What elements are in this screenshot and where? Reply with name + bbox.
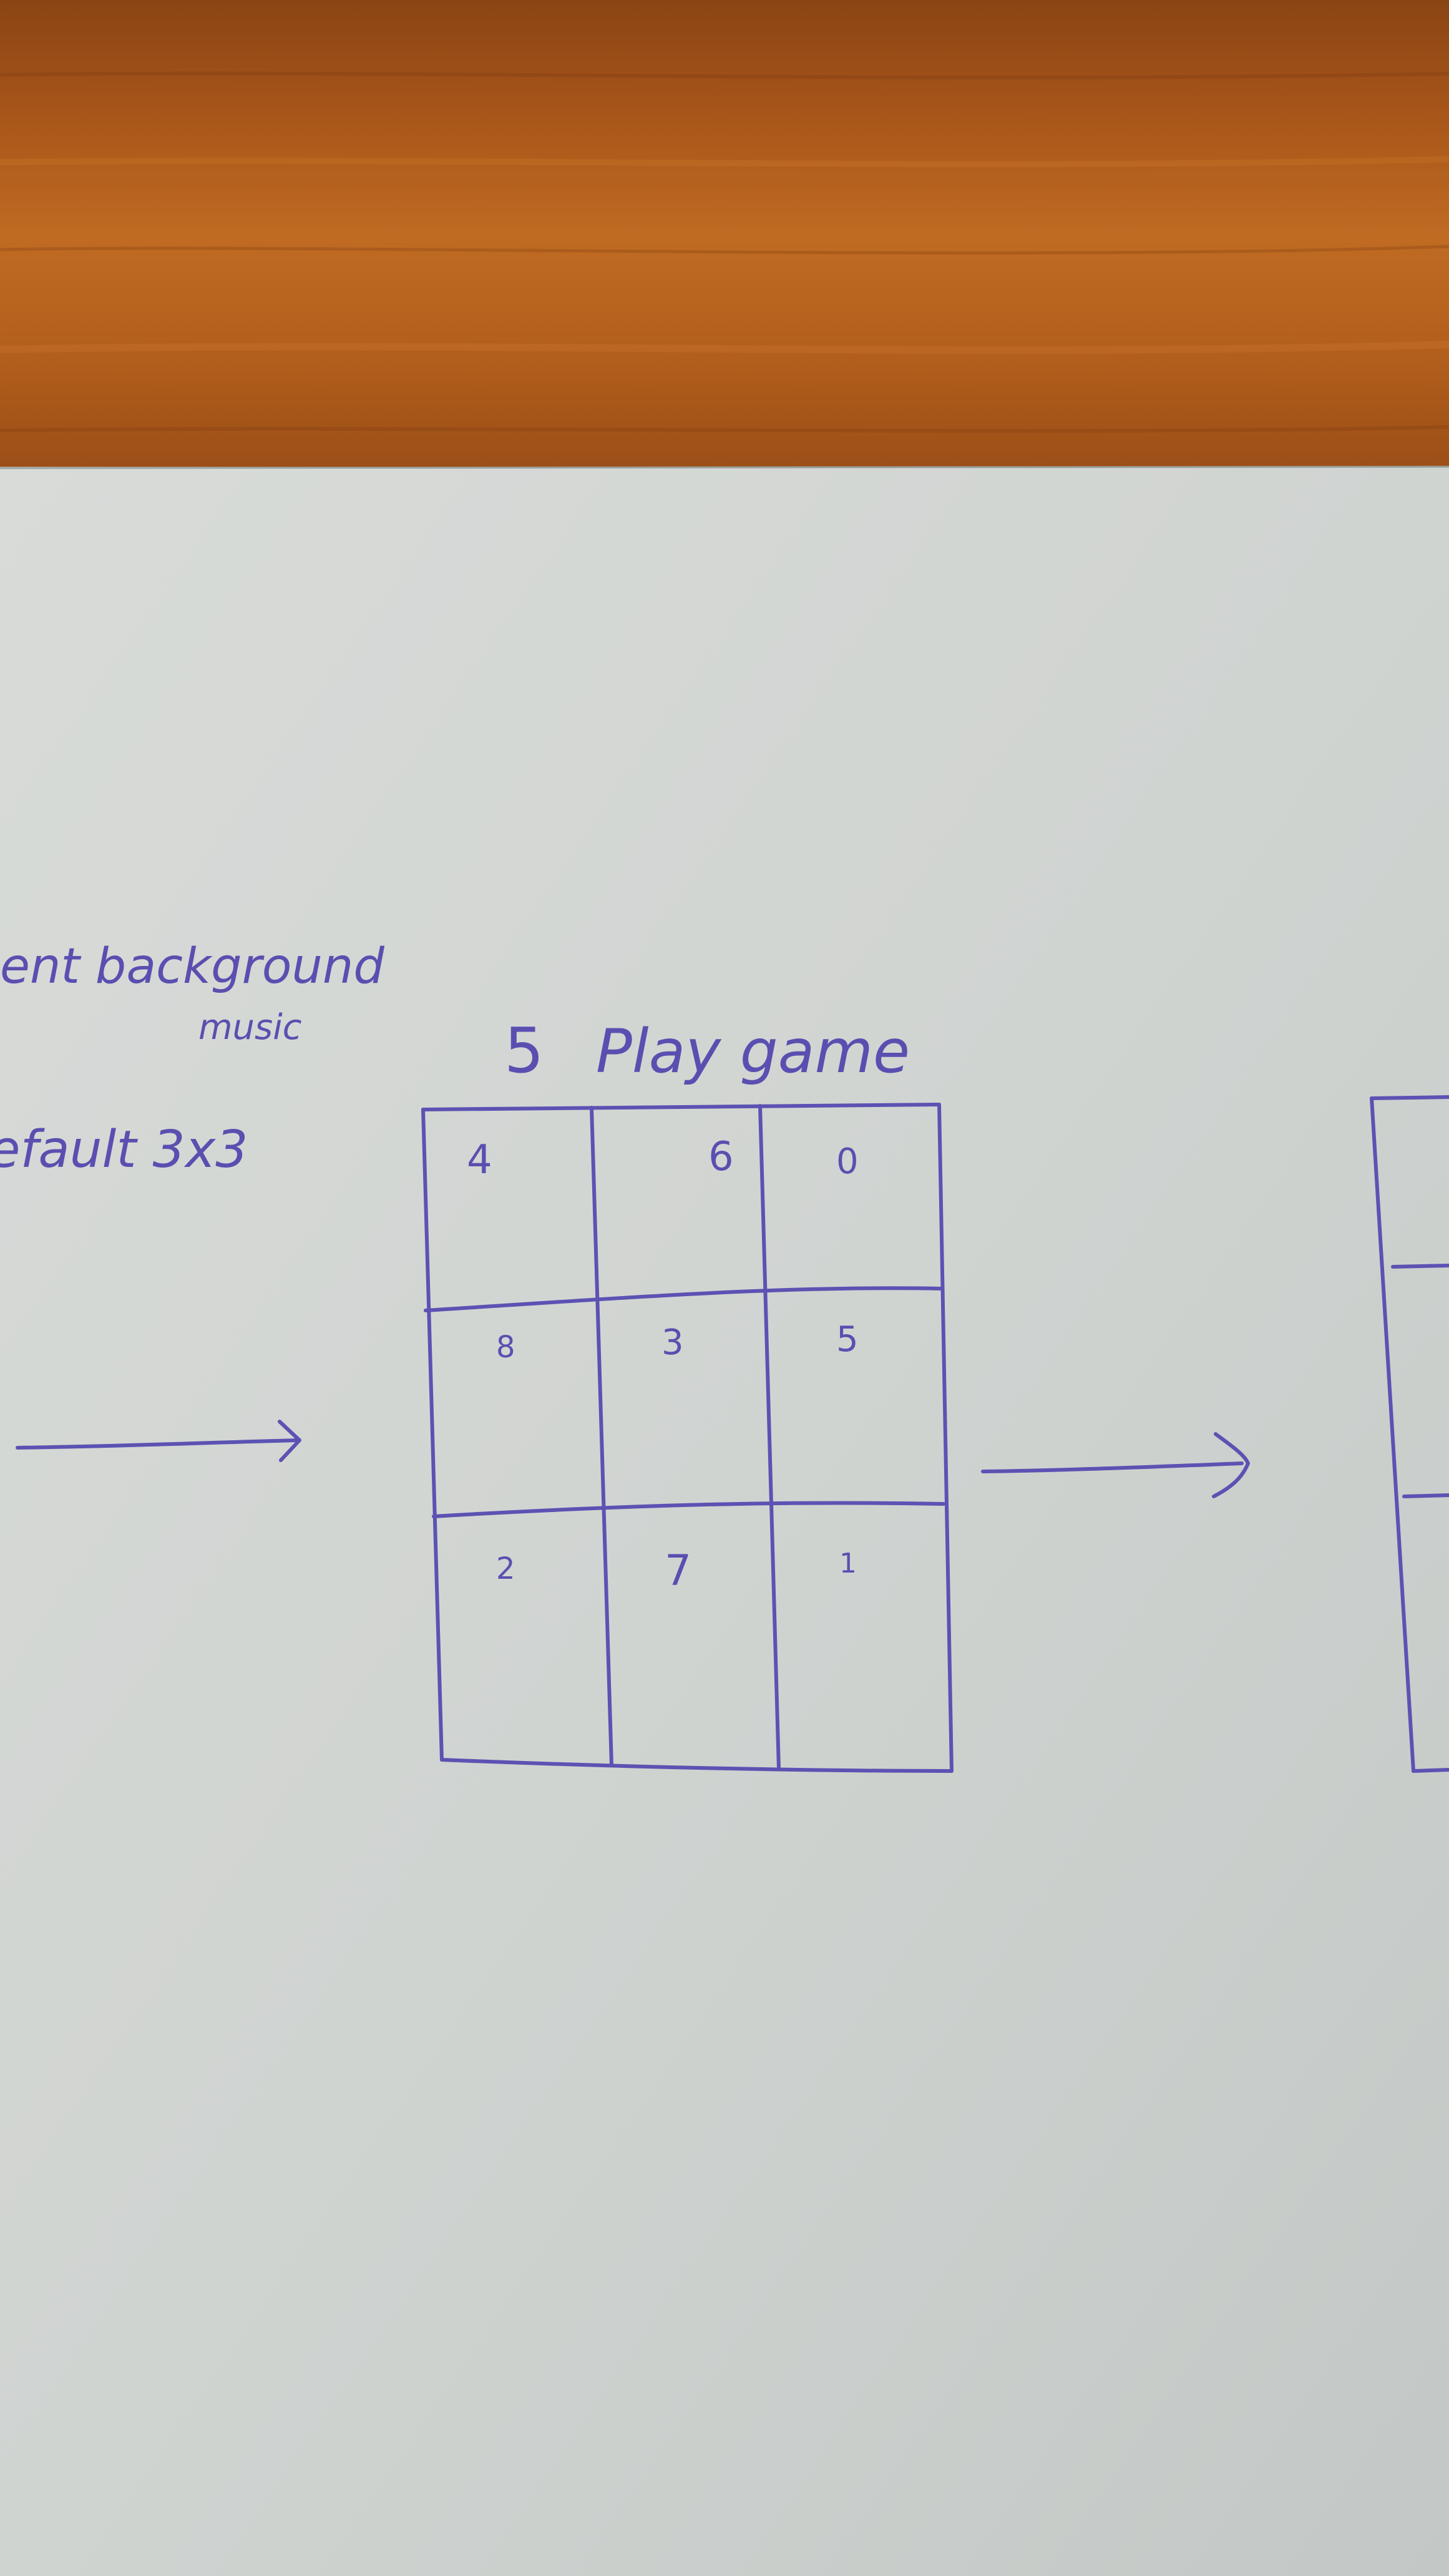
step-number: 5: [504, 1014, 544, 1087]
default-size-note: efault 3x3: [0, 1120, 248, 1179]
screen-title: Play game: [596, 1017, 910, 1086]
music-subnote: music: [198, 1007, 302, 1048]
grid-cell-1-1: 4: [467, 1137, 492, 1183]
grid-cell-2-3: 5: [836, 1319, 859, 1360]
grid-cell-2-1: 8: [496, 1330, 515, 1365]
paper-sheet: [0, 466, 1449, 2576]
puzzle-grid: [421, 1103, 954, 1773]
grid-cell-1-3: 0: [836, 1141, 859, 1182]
background-music-note: ent background: [0, 939, 384, 995]
grid-cell-3-3: 1: [839, 1548, 857, 1579]
grid-cell-1-2: 6: [708, 1134, 734, 1180]
flow-arrow-right: [981, 1432, 1250, 1498]
grid-cell-2-2: 3: [661, 1322, 684, 1363]
grid-cell-3-1: 2: [496, 1551, 515, 1586]
wooden-table: [0, 0, 1449, 474]
grid-cell-3-2: 7: [665, 1546, 691, 1596]
flow-arrow-left: [16, 1420, 301, 1462]
next-screen-partial-grid: [1370, 1095, 1449, 1773]
